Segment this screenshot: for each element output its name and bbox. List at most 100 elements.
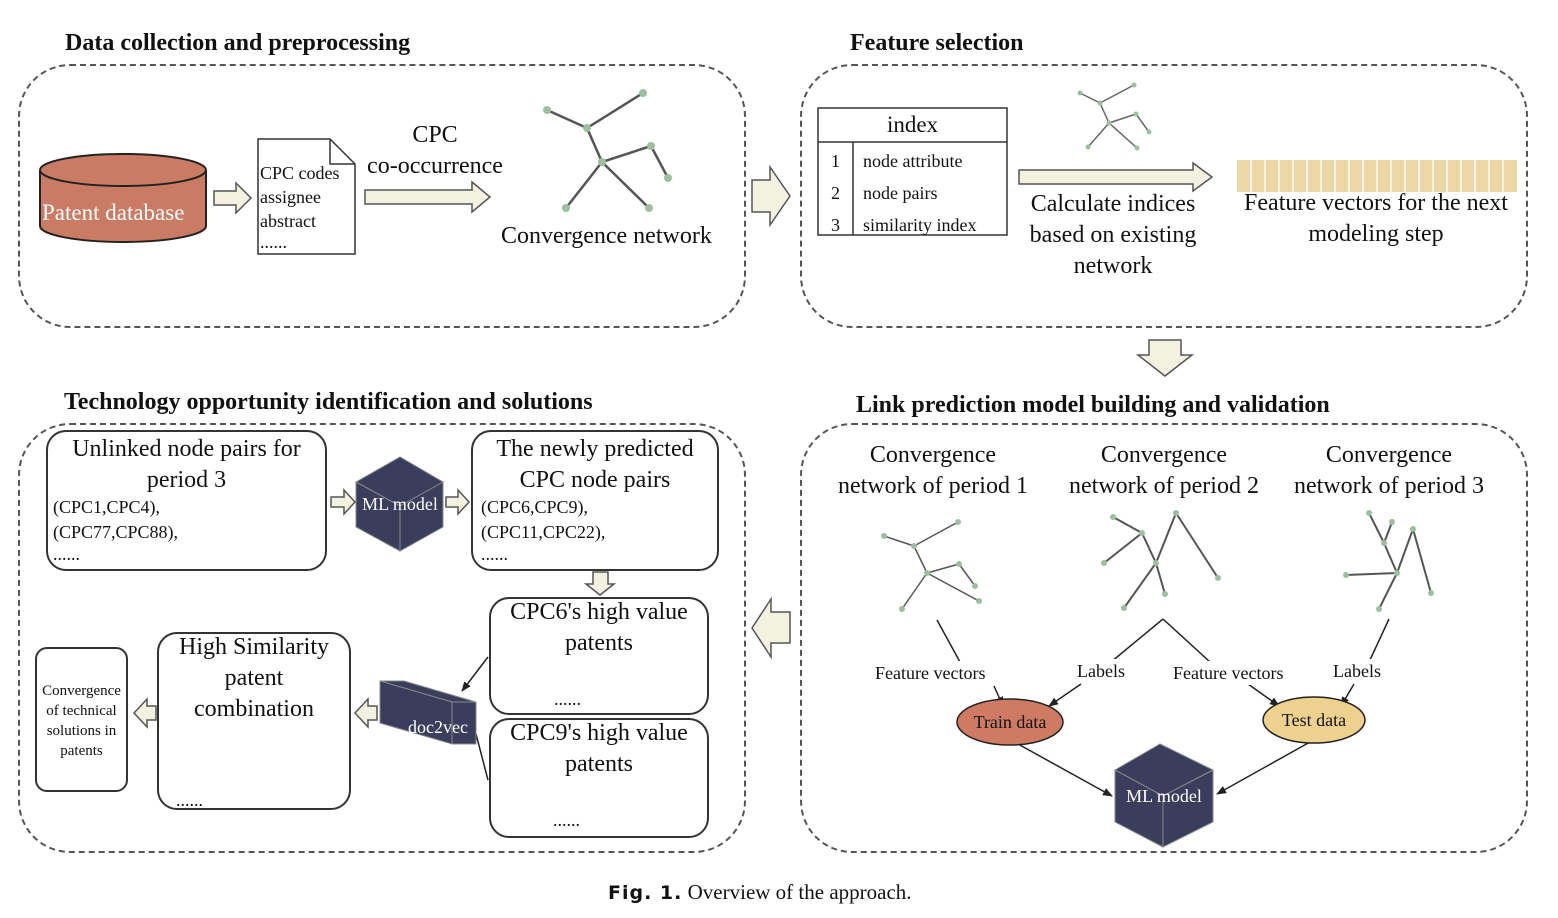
index-row-label: node attribute	[863, 150, 963, 171]
doc2vec-box-icon	[379, 680, 477, 745]
calc-line: based on existing	[1029, 222, 1197, 248]
similarity-title-line: High Similarity	[179, 634, 329, 660]
predicted-item: ......	[481, 544, 508, 564]
feature-vectors-text: Feature vectors for the next modeling st…	[1227, 188, 1525, 250]
predicted-title-line: CPC node pairs	[519, 467, 671, 493]
index-row: 3 similarity index	[818, 209, 1007, 241]
index-table	[817, 107, 1008, 236]
unlinked-items: (CPC1,CPC4), (CPC77,CPC88), ......	[48, 495, 325, 563]
unlinked-item: (CPC1,CPC4),	[53, 497, 161, 517]
unlinked-title: Unlinked node pairs for period 3	[48, 434, 325, 496]
unlinked-title-line: period 3	[146, 467, 227, 493]
predicted-title-line: The newly predicted	[496, 436, 694, 462]
similarity-title-line: patent	[224, 665, 284, 691]
calc-line: network	[1073, 253, 1153, 279]
period3-label: Convergence network of period 3	[1276, 440, 1502, 502]
doc-line: abstract	[260, 211, 316, 231]
calculate-indices-text: Calculate indices based on existing netw…	[1000, 189, 1226, 282]
cpc6-title: CPC6's high value patents	[491, 597, 707, 659]
predicted-title: The newly predicted CPC node pairs	[473, 434, 717, 496]
panel-feature-selection	[800, 64, 1528, 328]
doc-line: assignee	[260, 187, 321, 207]
period1-network-icon	[881, 519, 982, 612]
ml-model-small-label: ML model	[362, 494, 438, 514]
similarity-title-line: combination	[194, 696, 314, 722]
cpc9-patents-box: CPC9's high value patents	[489, 718, 709, 838]
panel-technology	[18, 423, 746, 853]
section-title-feature-selection: Feature selection	[850, 30, 1024, 56]
index-table-rows: 1 node attribute 2 node pairs 3 similari…	[818, 145, 1007, 241]
cpc9-title: CPC9's high value patents	[491, 718, 707, 780]
test-data-label: Test data	[1281, 710, 1347, 730]
period3-line: Convergence	[1325, 442, 1453, 468]
unlinked-node-pairs-box: Unlinked node pairs for period 3 (CPC1,C…	[46, 430, 327, 571]
period1-label: Convergence network of period 1	[820, 440, 1046, 502]
predicted-node-pairs-box: The newly predicted CPC node pairs (CPC6…	[471, 430, 719, 571]
block-arrow-icon	[132, 161, 1214, 729]
predicted-items: (CPC6,CPC9), (CPC11,CPC22), ......	[473, 495, 717, 563]
index-row: 2 node pairs	[818, 177, 1007, 209]
period2-line: Convergence	[1100, 442, 1228, 468]
index-row-label: node pairs	[863, 182, 938, 203]
ml-model-cube-small-icon	[354, 456, 445, 552]
period1-line: Convergence	[869, 442, 997, 468]
convergence-line: patents	[60, 743, 103, 759]
feature-vector-bar	[1237, 160, 1517, 192]
figure-caption-label: Fig. 1.	[608, 882, 683, 904]
figure-caption: Fig. 1. Overview of the approach.	[608, 880, 912, 905]
convergence-line: of technical	[46, 703, 117, 719]
similarity-title: High Similarity patent combination	[159, 632, 349, 725]
train-data-ellipse	[956, 698, 1064, 746]
cpc6-title-line: CPC6's high value	[510, 599, 688, 625]
period2-network-icon	[1101, 510, 1221, 611]
patent-document-icon	[257, 138, 356, 255]
convergence-line: solutions in	[46, 723, 117, 739]
cpc9-title-line: patents	[565, 751, 633, 777]
calc-line: Calculate indices	[1030, 191, 1196, 217]
period1-line: network of period 1	[838, 473, 1028, 499]
panel-data-collection	[18, 64, 746, 328]
cpc6-more: ......	[554, 689, 581, 709]
flow-arrows	[461, 618, 1390, 797]
vector-line: modeling step	[1308, 221, 1444, 247]
small-network-icon	[1077, 82, 1152, 151]
vector-line: Feature vectors for the next	[1244, 190, 1508, 216]
ml-model-cube-icon	[1113, 743, 1215, 848]
index-table-header: index	[886, 112, 939, 137]
index-row-num: 3	[831, 214, 840, 235]
period2-line: network of period 2	[1069, 473, 1259, 499]
predicted-item: (CPC11,CPC22),	[481, 522, 606, 542]
section-title-technology: Technology opportunity identification an…	[64, 389, 593, 415]
figure-caption-text: Overview of the approach.	[687, 880, 912, 904]
cpc6-patents-box: CPC6's high value patents	[489, 597, 709, 715]
cpc-label-line: co-occurrence	[367, 153, 503, 179]
section-title-data-collection: Data collection and preprocessing	[65, 30, 411, 56]
train-data-label: Train data	[973, 712, 1047, 732]
ml-model-label: ML model	[1126, 786, 1202, 806]
period2-label: Convergence network of period 2	[1051, 440, 1277, 502]
index-row-num: 1	[831, 150, 840, 171]
convergence-network-label: Convergence network	[501, 223, 712, 249]
cpc6-title-line: patents	[565, 630, 633, 656]
index-row-label: similarity index	[863, 214, 977, 235]
section-title-link-prediction: Link prediction model building and valid…	[856, 392, 1330, 418]
convergence-line: Convergence	[42, 683, 121, 699]
cpc9-more: ......	[553, 810, 580, 830]
convergence-network-icon	[543, 89, 672, 212]
similarity-more: ......	[176, 790, 203, 810]
period3-network-icon	[1343, 510, 1434, 612]
predicted-item: (CPC6,CPC9),	[481, 497, 589, 517]
index-row: 1 node attribute	[818, 145, 1007, 177]
doc2vec-label: doc2vec	[408, 717, 468, 737]
cpc-label-line: CPC	[412, 122, 458, 148]
doc-line: CPC codes	[260, 163, 340, 183]
high-similarity-box: High Similarity patent combination	[157, 632, 351, 810]
unlinked-title-line: Unlinked node pairs for	[72, 436, 301, 462]
test-data-ellipse	[1262, 696, 1366, 744]
index-row-num: 2	[831, 182, 840, 203]
feature-vectors-label-1: Feature vectors	[875, 661, 986, 685]
cpc9-title-line: CPC9's high value	[510, 720, 688, 746]
unlinked-item: (CPC77,CPC88),	[53, 522, 179, 542]
document-content: CPC codes assignee abstract ......	[260, 161, 340, 251]
